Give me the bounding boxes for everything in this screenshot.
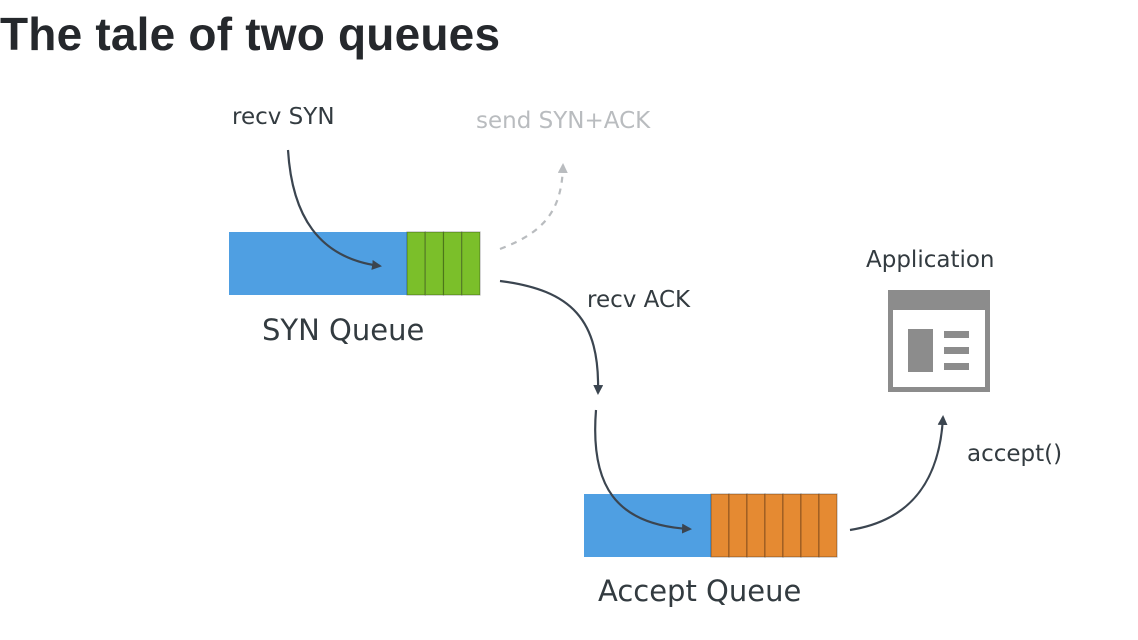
accept-call-arrow xyxy=(849,415,948,532)
recv-ack-label: recv ACK xyxy=(587,287,691,313)
application-window-icon xyxy=(888,290,990,392)
queue-slot xyxy=(406,231,426,296)
send-syn-ack-label: send SYN+ACK xyxy=(476,108,651,134)
queue-slot xyxy=(746,493,766,558)
queue-slot xyxy=(782,493,802,558)
page-title: The tale of two queues xyxy=(0,8,501,60)
to-accept-queue-arrow xyxy=(594,409,692,534)
queue-slot xyxy=(800,493,820,558)
syn-queue xyxy=(229,231,481,296)
accept-queue-empty-area xyxy=(584,494,711,557)
application-label: Application xyxy=(866,247,995,273)
syn-queue-empty-area xyxy=(229,232,407,295)
queue-slot xyxy=(424,231,445,296)
queue-slot xyxy=(728,493,748,558)
recv-syn-arrow xyxy=(286,149,382,270)
queue-slot xyxy=(764,493,784,558)
send-syn-ack-arrow xyxy=(499,163,568,251)
queue-slot xyxy=(818,493,838,558)
accept-queue-label: Accept Queue xyxy=(598,574,801,608)
queue-slot xyxy=(710,493,730,558)
queue-slot xyxy=(442,231,463,296)
syn-queue-label: SYN Queue xyxy=(262,313,424,347)
recv-ack-arrow xyxy=(499,279,604,395)
accept-queue-slots xyxy=(710,493,838,558)
accept-call-label: accept() xyxy=(967,441,1062,467)
queue-slot xyxy=(461,231,481,296)
accept-queue xyxy=(584,493,838,558)
syn-queue-slots xyxy=(406,231,481,296)
recv-syn-label: recv SYN xyxy=(232,104,335,130)
